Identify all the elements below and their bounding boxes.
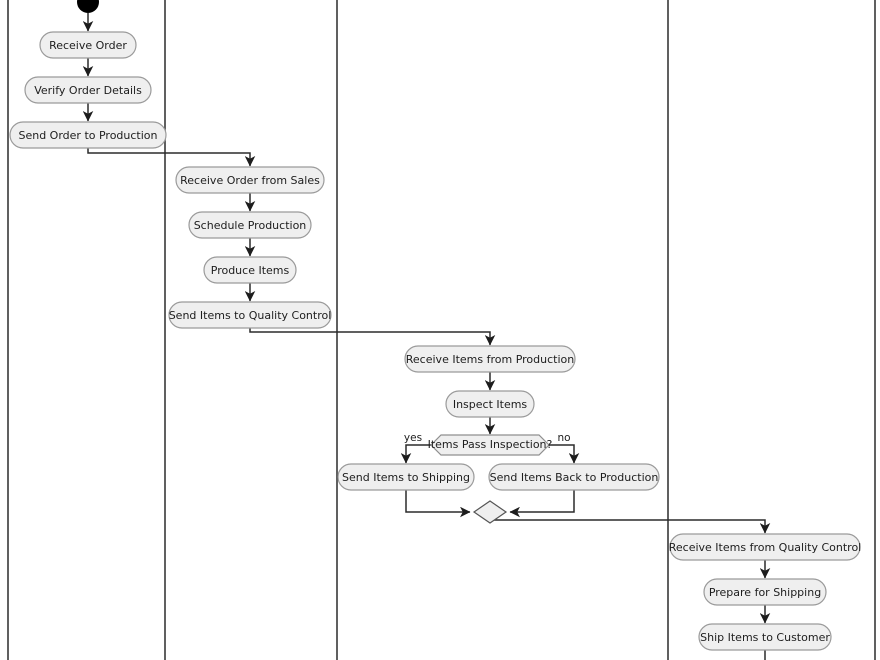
edge-decision-yes-to-shipping	[400, 444, 431, 464]
node-verify-order-details-label: Verify Order Details	[34, 84, 142, 97]
node-receive-order-from-sales-label: Receive Order from Sales	[180, 174, 320, 187]
node-prepare-for-shipping-shape[interactable]	[703, 578, 827, 606]
guard-label-yes: yes	[404, 432, 422, 444]
node-receive-order-shape[interactable]	[39, 31, 137, 59]
node-receive-items-from-production-shape[interactable]	[404, 345, 576, 373]
node-receive-items-from-production-label: Receive Items from Production	[406, 353, 574, 366]
node-inspect-items-label: Inspect Items	[453, 398, 528, 411]
node-ship-items-to-customer[interactable]: Ship Items to Customer	[698, 623, 832, 651]
guard-label-no: no	[557, 432, 570, 444]
edge-shipping-to-merge	[405, 490, 471, 518]
node-send-items-to-quality-control[interactable]: Send Items to Quality Control	[168, 301, 332, 329]
node-send-items-back-to-production[interactable]: Send Items Back to Production	[488, 463, 660, 491]
decision-label: Items Pass Inspection?	[428, 438, 553, 451]
decision-node-items-pass-inspection[interactable]: Items Pass Inspection?	[428, 434, 553, 456]
edge-merge-to-receive-items-qc	[489, 519, 771, 534]
node-receive-order[interactable]: Receive Order	[39, 31, 137, 59]
node-receive-items-from-quality-control-shape[interactable]	[669, 533, 861, 561]
activity-edges	[82, 13, 771, 660]
node-send-items-to-quality-control-shape[interactable]	[168, 301, 332, 329]
node-verify-order-details[interactable]: Verify Order Details	[24, 76, 152, 104]
node-ship-items-to-customer-label: Ship Items to Customer	[700, 631, 830, 644]
node-send-order-to-production-shape[interactable]	[9, 121, 167, 149]
node-produce-items-label: Produce Items	[211, 264, 290, 277]
node-ship-items-to-customer-shape[interactable]	[698, 623, 832, 651]
edge-decision-no-to-back-production	[549, 444, 580, 464]
node-produce-items[interactable]: Produce Items	[203, 256, 297, 284]
merge-node-diamond[interactable]	[472, 500, 508, 524]
node-receive-items-from-production[interactable]: Receive Items from Production	[404, 345, 576, 373]
node-inspect-items-shape[interactable]	[445, 390, 535, 418]
node-inspect-items[interactable]: Inspect Items	[445, 390, 535, 418]
node-receive-order-from-sales-shape[interactable]	[175, 166, 325, 194]
node-send-items-to-shipping[interactable]: Send Items to Shipping	[337, 463, 475, 491]
edge-send-order-to-receive-order-from-sales	[87, 148, 256, 167]
node-produce-items-shape[interactable]	[203, 256, 297, 284]
node-receive-items-from-quality-control-label: Receive Items from Quality Control	[669, 541, 862, 554]
edge-back-production-to-merge	[509, 490, 575, 518]
action-nodes: Receive Order Verify Order Details Send …	[9, 31, 862, 651]
node-send-order-to-production-label: Send Order to Production	[18, 129, 157, 142]
start-node	[77, 0, 99, 13]
node-receive-order-label: Receive Order	[49, 39, 127, 52]
node-verify-order-details-shape[interactable]	[24, 76, 152, 104]
node-send-items-to-shipping-label: Send Items to Shipping	[342, 471, 470, 484]
node-send-items-to-quality-control-label: Send Items to Quality Control	[169, 309, 332, 322]
node-send-items-back-to-production-shape[interactable]	[488, 463, 660, 491]
node-receive-items-from-quality-control[interactable]: Receive Items from Quality Control	[669, 533, 862, 561]
decision-diamond-shape[interactable]	[430, 434, 550, 456]
swimlane-dividers	[7, 0, 876, 660]
node-send-items-back-to-production-label: Send Items Back to Production	[490, 471, 659, 484]
node-schedule-production-shape[interactable]	[188, 211, 312, 239]
node-send-order-to-production[interactable]: Send Order to Production	[9, 121, 167, 149]
node-prepare-for-shipping[interactable]: Prepare for Shipping	[703, 578, 827, 606]
node-prepare-for-shipping-label: Prepare for Shipping	[709, 586, 821, 599]
node-schedule-production[interactable]: Schedule Production	[188, 211, 312, 239]
node-receive-order-from-sales[interactable]: Receive Order from Sales	[175, 166, 325, 194]
node-send-items-to-shipping-shape[interactable]	[337, 463, 475, 491]
node-schedule-production-label: Schedule Production	[194, 219, 307, 232]
edge-send-qc-to-receive-items	[249, 328, 496, 346]
